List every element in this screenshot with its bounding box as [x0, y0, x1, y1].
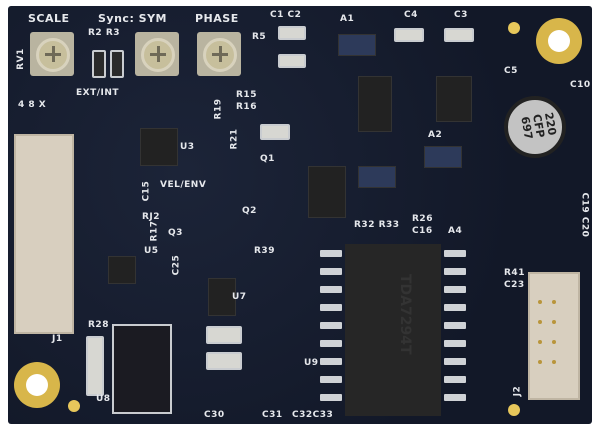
- label-q2: Q2: [242, 206, 257, 216]
- phase-trimmer-pot[interactable]: [197, 32, 241, 76]
- label-rv1: RV1: [15, 48, 26, 70]
- label-c31: C31: [262, 410, 283, 420]
- component: [86, 336, 104, 396]
- capacitor-marking: 220 CFP 697: [518, 111, 559, 141]
- label-r32-r33: R32 R33: [354, 220, 400, 230]
- connector-j1[interactable]: [14, 134, 74, 334]
- resistor-r3: [110, 50, 124, 78]
- capacitor-c3: [444, 28, 474, 42]
- label-r26: R26: [412, 214, 433, 224]
- ic-u5: [108, 256, 136, 284]
- chip-marking: TDA7294T: [397, 274, 413, 355]
- capacitor-c1: [278, 26, 306, 40]
- ic-u8: [112, 324, 172, 414]
- label-r2-r3: R2 R3: [88, 28, 121, 38]
- label-u7: U7: [232, 292, 247, 302]
- label-c30: C30: [204, 410, 225, 420]
- label-vel-env: VEL/ENV: [160, 180, 207, 190]
- capacitor-c2: [278, 54, 306, 68]
- capacitor-c4: [394, 28, 424, 42]
- capacitor: [206, 326, 242, 344]
- label-c23: C23: [504, 280, 525, 290]
- label-a1: A1: [340, 14, 355, 24]
- ic: [358, 166, 396, 188]
- label-j2: J2: [512, 385, 523, 397]
- resistor-r2: [92, 50, 106, 78]
- ic: [308, 166, 346, 218]
- label-q3: Q3: [168, 228, 183, 238]
- via: [508, 404, 520, 416]
- label-sync-sym: Sync: SYM: [98, 12, 168, 25]
- label-r39: R39: [254, 246, 275, 256]
- label-c19-c20: C19 C20: [579, 192, 590, 238]
- label-u3: U3: [180, 142, 195, 152]
- label-c16: C16: [412, 226, 433, 236]
- label-a2: A2: [428, 130, 443, 140]
- label-c1-c2: C1 C2: [270, 10, 302, 20]
- scale-trimmer-pot[interactable]: [30, 32, 74, 76]
- label-scale: SCALE: [28, 12, 70, 25]
- label-phase: PHASE: [195, 12, 239, 25]
- label-a4: A4: [448, 226, 463, 236]
- ic-a1: [338, 34, 376, 56]
- label-c10: C10: [570, 80, 591, 90]
- ic-u7: [208, 278, 236, 316]
- label-r17: R17: [149, 220, 160, 242]
- label-ext-int: EXT/INT: [76, 88, 120, 98]
- label-r28: R28: [88, 320, 109, 330]
- via: [508, 22, 520, 34]
- label-c25: C25: [171, 254, 182, 276]
- mounting-hole: [536, 18, 582, 64]
- connector-j2[interactable]: [528, 272, 580, 400]
- mounting-hole: [14, 362, 60, 408]
- label-c15: C15: [141, 180, 152, 202]
- electrolytic-capacitor-c10: 220 CFP 697: [504, 96, 566, 158]
- capacitor: [260, 124, 290, 140]
- ic-tda7294: TDA7294T: [345, 244, 441, 416]
- pcb-board: SCALE Sync: SYM PHASE RV1 R2 R3 R5 C1 C2…: [8, 6, 592, 424]
- label-r5: R5: [252, 32, 267, 42]
- label-u8: U8: [96, 394, 111, 404]
- label-rj2: RJ2: [142, 212, 161, 222]
- label-u5: U5: [144, 246, 159, 256]
- label-j1: J1: [52, 334, 63, 344]
- label-r41: R41: [504, 268, 525, 278]
- label-r16: R16: [236, 102, 257, 112]
- via: [68, 400, 80, 412]
- ic-a2: [424, 146, 462, 168]
- label-c5: C5: [504, 66, 518, 76]
- label-c3: C3: [454, 10, 468, 20]
- ic: [436, 76, 472, 122]
- label-c4: C4: [404, 10, 418, 20]
- label-r21: R21: [229, 128, 240, 150]
- ic: [358, 76, 392, 132]
- label-r19: R19: [213, 98, 224, 120]
- label-mult: 4 8 X: [18, 100, 47, 110]
- capacitor: [206, 352, 242, 370]
- label-u9: U9: [304, 358, 319, 368]
- label-c32-c33: C32C33: [292, 410, 334, 420]
- label-q1: Q1: [260, 154, 275, 164]
- ic-u3: [140, 128, 178, 166]
- label-r15: R15: [236, 90, 257, 100]
- sym-trimmer-pot[interactable]: [135, 32, 179, 76]
